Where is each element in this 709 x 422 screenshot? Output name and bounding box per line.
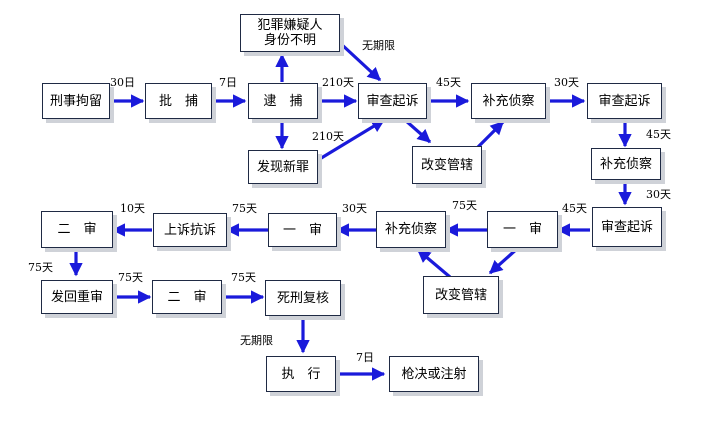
node-xingshi-juliu: 刑事拘留 — [42, 83, 110, 119]
label-75tian-e: 75天 — [231, 271, 256, 284]
label-30tian-a: 30天 — [554, 76, 579, 89]
node-shangsu-kangsu: 上诉抗诉 — [153, 213, 227, 247]
label-75tian-c: 75天 — [28, 261, 53, 274]
node-buchong-zhencha-3: 补充侦察 — [376, 211, 446, 248]
node-ershen-2: 二 审 — [152, 280, 222, 314]
label-45tian-a: 45天 — [436, 76, 461, 89]
node-fahui-chongshen: 发回重审 — [41, 280, 113, 314]
label-210tian-b: 210天 — [312, 130, 344, 143]
arrow-fanzui-shencha1 — [338, 41, 382, 82]
label-7ri: 7日 — [219, 76, 237, 89]
arrow-faxian-shencha1 — [317, 118, 386, 162]
label-45tian-b: 45天 — [646, 128, 671, 141]
node-faxian-xinzui: 发现新罪 — [248, 150, 318, 184]
node-shencha-qisu-1: 审查起诉 — [358, 83, 427, 119]
label-75tian-b: 75天 — [232, 202, 257, 215]
node-yishen-1: 一 审 — [268, 213, 337, 247]
label-75tian-d: 75天 — [118, 271, 143, 284]
node-gaibian-guanxia-1: 改变管辖 — [412, 146, 482, 184]
arrow-gaibian1-buchong1 — [475, 120, 505, 150]
label-wuqixian-2: 无期限 — [240, 334, 273, 347]
label-75tian-a: 75天 — [452, 199, 477, 212]
node-pibu: 批 捕 — [145, 83, 212, 119]
label-30ri: 30日 — [110, 76, 135, 89]
label-30tian-c: 30天 — [342, 202, 367, 215]
node-daibu: 逮 捕 — [248, 83, 318, 119]
node-ershen-1: 二 审 — [41, 211, 113, 248]
arrow-yishen2-gaibian2 — [488, 246, 520, 275]
node-yishen-2: 一 审 — [487, 211, 558, 248]
node-shencha-qisu-2: 审查起诉 — [587, 83, 662, 119]
label-7ri-2: 7日 — [356, 351, 374, 364]
node-qiangjue-zhushe: 枪决或注射 — [389, 356, 479, 392]
arrow-gaibian2-buchong3 — [416, 248, 452, 279]
label-210tian-a: 210天 — [322, 76, 354, 89]
node-buchong-zhencha-1: 补充侦察 — [471, 83, 546, 119]
node-gaibian-guanxia-2: 改变管辖 — [423, 276, 499, 314]
node-sixing-fuhe: 死刑复核 — [265, 280, 341, 316]
label-wuqixian-1: 无期限 — [362, 39, 395, 52]
label-10tian: 10天 — [120, 202, 145, 215]
node-buchong-zhencha-2: 补充侦察 — [591, 148, 661, 180]
node-fanzui-xianyiren: 犯罪嫌疑人 身份不明 — [240, 14, 340, 52]
label-45tian-c: 45天 — [562, 202, 587, 215]
node-shencha-qisu-3: 审查起诉 — [592, 207, 662, 247]
arrow-shencha1-gaibian1 — [403, 118, 432, 144]
node-zhixing: 执 行 — [266, 356, 336, 392]
label-30tian-b: 30天 — [646, 188, 671, 201]
